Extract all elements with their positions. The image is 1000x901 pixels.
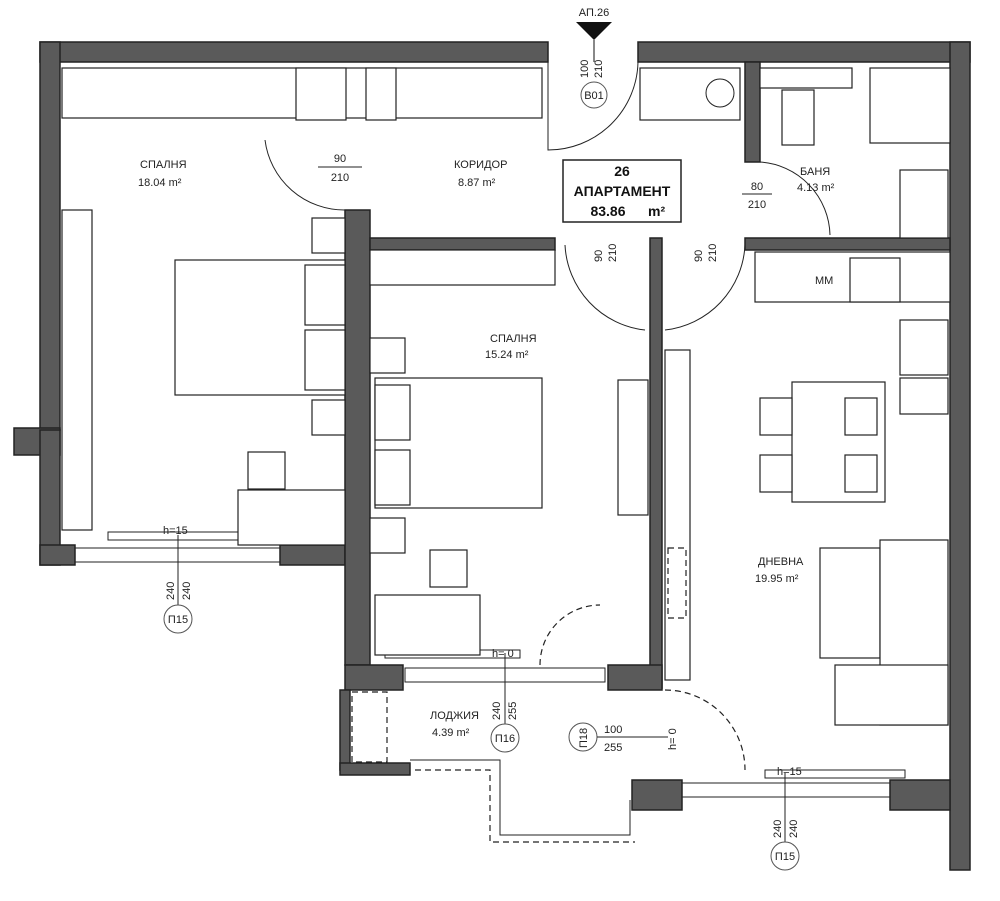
door-living-width: 90 — [693, 250, 705, 262]
room-name-corridor: КОРИДОР — [454, 159, 507, 171]
door-loggia-tag: П18 — [578, 728, 590, 748]
room-area-loggia: 4.39 m² — [432, 727, 470, 739]
window-bedroom1-b: 240 — [181, 582, 193, 600]
room-area-bathroom: 4.13 m² — [797, 182, 835, 194]
apartment-number: 26 — [614, 163, 630, 179]
door-loggia-height: 255 — [604, 742, 622, 754]
window-living-b: 240 — [788, 820, 800, 838]
door-entry-width: 100 — [579, 60, 591, 78]
door-bathroom-height: 210 — [748, 199, 766, 211]
room-name-bedroom1: СПАЛНЯ — [140, 159, 187, 171]
door-entry-tag: В01 — [584, 90, 604, 102]
room-name-bedroom2: СПАЛНЯ — [490, 333, 537, 345]
door-bedroom1-width: 90 — [334, 153, 346, 165]
walls — [13, 41, 971, 871]
room-area-bedroom2: 15.24 m² — [485, 349, 529, 361]
window-bedroom2-sill: h= 0 — [492, 648, 514, 660]
room-name-loggia: ЛОДЖИЯ — [430, 710, 479, 722]
door-bedroom2-width: 90 — [593, 250, 605, 262]
furniture — [61, 67, 951, 763]
door-bedroom1-height: 210 — [331, 172, 349, 184]
kitchen-meter-label: ММ — [815, 275, 833, 287]
apartment-title: АПАРТАМЕНТ — [574, 183, 671, 199]
door-living-height: 210 — [707, 244, 719, 262]
door-loggia-width: 100 — [604, 724, 622, 736]
apartment-area: 83.86 — [590, 203, 625, 219]
window-bedroom1-sill: h=15 — [163, 525, 188, 537]
door-loggia-sill: h= 0 — [667, 728, 679, 750]
apartment-area-unit: m² — [648, 203, 665, 219]
room-area-corridor: 8.87 m² — [458, 177, 496, 189]
room-area-living: 19.95 m² — [755, 573, 799, 585]
window-living-sill: h=15 — [777, 766, 802, 778]
room-name-bathroom: БАНЯ — [800, 166, 830, 178]
window-bedroom2-b: 255 — [507, 702, 519, 720]
window-bedroom1-tag: П15 — [168, 614, 188, 626]
apartment-ref: АП.26 — [579, 7, 609, 19]
window-bedroom1-a: 240 — [165, 582, 177, 600]
door-entry-height: 210 — [593, 60, 605, 78]
room-area-bedroom1: 18.04 m² — [138, 177, 182, 189]
door-bathroom-width: 80 — [751, 181, 763, 193]
door-bedroom2-height: 210 — [607, 244, 619, 262]
room-name-living: ДНЕВНА — [758, 556, 804, 568]
window-bedroom2-tag: П16 — [495, 733, 515, 745]
window-living-a: 240 — [772, 820, 784, 838]
window-living-tag: П15 — [775, 851, 795, 863]
window-bedroom2-a: 240 — [491, 702, 503, 720]
